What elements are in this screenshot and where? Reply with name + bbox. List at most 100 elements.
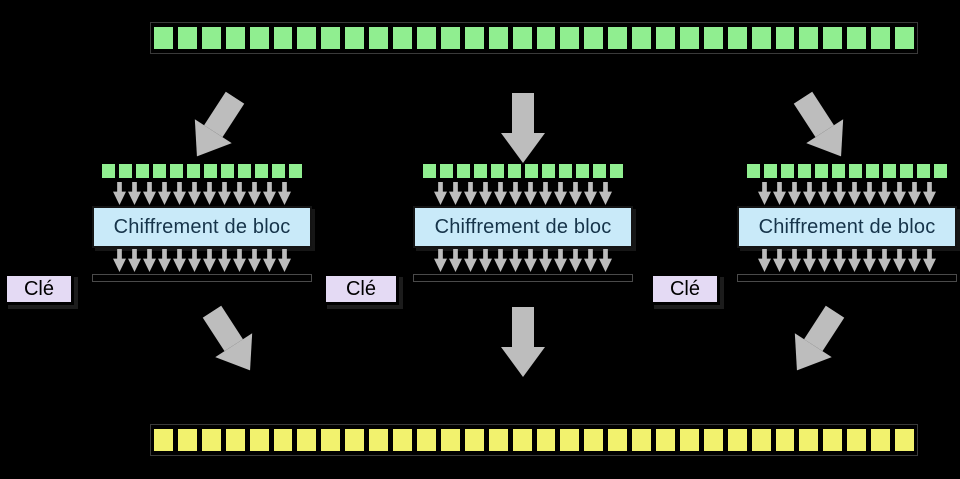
small-down-arrow-icon — [803, 249, 816, 272]
small-down-arrow-icon — [188, 249, 201, 272]
bit-square — [655, 428, 676, 452]
bit-square — [415, 428, 437, 452]
bit-square — [344, 26, 366, 50]
bit-square — [746, 163, 761, 179]
bit-square — [870, 26, 892, 50]
cipher-box-label: Chiffrement de bloc — [92, 206, 312, 248]
small-down-arrow-icon — [773, 249, 786, 272]
bit-square — [848, 163, 863, 179]
bit-square — [254, 163, 269, 179]
bit-square — [392, 26, 413, 50]
plaintext-bit-row — [150, 22, 918, 54]
bit-square — [609, 163, 624, 179]
small-down-arrow-icon — [434, 249, 447, 272]
bit-square — [153, 26, 174, 50]
bit-square — [750, 26, 772, 50]
bit-square — [224, 428, 246, 452]
bit-square — [524, 163, 539, 179]
small-down-arrow-icon — [143, 249, 156, 272]
bit-square — [296, 428, 318, 452]
bit-square — [774, 26, 796, 50]
small-down-arrow-icon — [218, 182, 231, 205]
bit-square — [439, 428, 461, 452]
bit-square — [248, 428, 270, 452]
bit-square — [473, 163, 488, 179]
bit-square — [797, 163, 812, 179]
small-down-arrow-icon — [569, 182, 582, 205]
bit-square — [726, 26, 748, 50]
bit-square — [702, 428, 724, 452]
bit-square — [559, 428, 581, 452]
bit-square — [702, 26, 724, 50]
bit-square — [583, 26, 605, 50]
bit-square — [558, 163, 573, 179]
block-input-bits — [92, 163, 312, 179]
small-down-arrow-icon — [233, 249, 246, 272]
small-down-arrow-icon — [848, 249, 861, 272]
small-down-arrow-icon — [509, 249, 522, 272]
small-down-arrow-icon — [158, 249, 171, 272]
down-right-arrow-icon — [784, 85, 861, 169]
small-down-arrow-icon — [758, 249, 771, 272]
small-down-arrow-icon — [554, 249, 567, 272]
bit-square — [507, 163, 522, 179]
bit-square — [237, 163, 252, 179]
small-down-arrows — [413, 249, 633, 273]
small-down-arrow-icon — [818, 182, 831, 205]
bit-square — [831, 163, 846, 179]
bit-square — [655, 26, 676, 50]
small-down-arrow-icon — [233, 182, 246, 205]
small-down-arrows — [737, 182, 957, 206]
bit-square — [368, 428, 390, 452]
key-box: Clé — [4, 273, 74, 305]
bit-square — [271, 163, 286, 179]
small-down-arrow-icon — [863, 249, 876, 272]
small-down-arrow-icon — [863, 182, 876, 205]
bit-square — [535, 26, 557, 50]
small-down-arrow-icon — [818, 249, 831, 272]
bit-square — [490, 163, 505, 179]
small-down-arrow-icon — [509, 182, 522, 205]
bit-square — [822, 26, 844, 50]
key-box: Clé — [650, 273, 720, 305]
bit-square — [631, 26, 653, 50]
bit-square — [678, 26, 700, 50]
small-down-arrow-icon — [464, 249, 477, 272]
small-down-arrow-icon — [113, 249, 126, 272]
bit-square — [296, 26, 318, 50]
down-left-arrow-icon — [178, 85, 255, 169]
bit-square — [487, 26, 509, 50]
bit-square — [763, 163, 778, 179]
small-down-arrow-icon — [248, 182, 261, 205]
key-box: Clé — [323, 273, 399, 305]
small-down-arrow-icon — [908, 249, 921, 272]
bit-square — [272, 26, 294, 50]
block-input-bits — [737, 163, 957, 179]
bit-square — [224, 26, 246, 50]
bit-square — [200, 26, 222, 50]
bit-square — [631, 428, 653, 452]
small-down-arrow-icon — [494, 249, 507, 272]
small-down-arrow-icon — [158, 182, 171, 205]
bit-square — [592, 163, 607, 179]
bit-square — [135, 163, 150, 179]
small-down-arrow-icon — [524, 249, 537, 272]
small-down-arrow-icon — [128, 182, 141, 205]
small-down-arrow-icon — [584, 182, 597, 205]
small-down-arrow-icon — [878, 182, 891, 205]
bit-square — [118, 163, 133, 179]
bit-square — [607, 26, 629, 50]
bit-square — [320, 26, 342, 50]
small-down-arrow-icon — [203, 182, 216, 205]
small-down-arrow-icon — [569, 249, 582, 272]
bit-square — [933, 163, 948, 179]
small-down-arrow-icon — [893, 182, 906, 205]
bit-square — [899, 163, 914, 179]
cipher-block-1: Chiffrement de bloc — [92, 163, 312, 282]
cipher-box-label: Chiffrement de bloc — [737, 206, 957, 248]
small-down-arrow-icon — [788, 249, 801, 272]
small-down-arrow-icon — [893, 249, 906, 272]
small-down-arrow-icon — [788, 182, 801, 205]
small-down-arrow-icon — [173, 182, 186, 205]
bit-square — [882, 163, 897, 179]
